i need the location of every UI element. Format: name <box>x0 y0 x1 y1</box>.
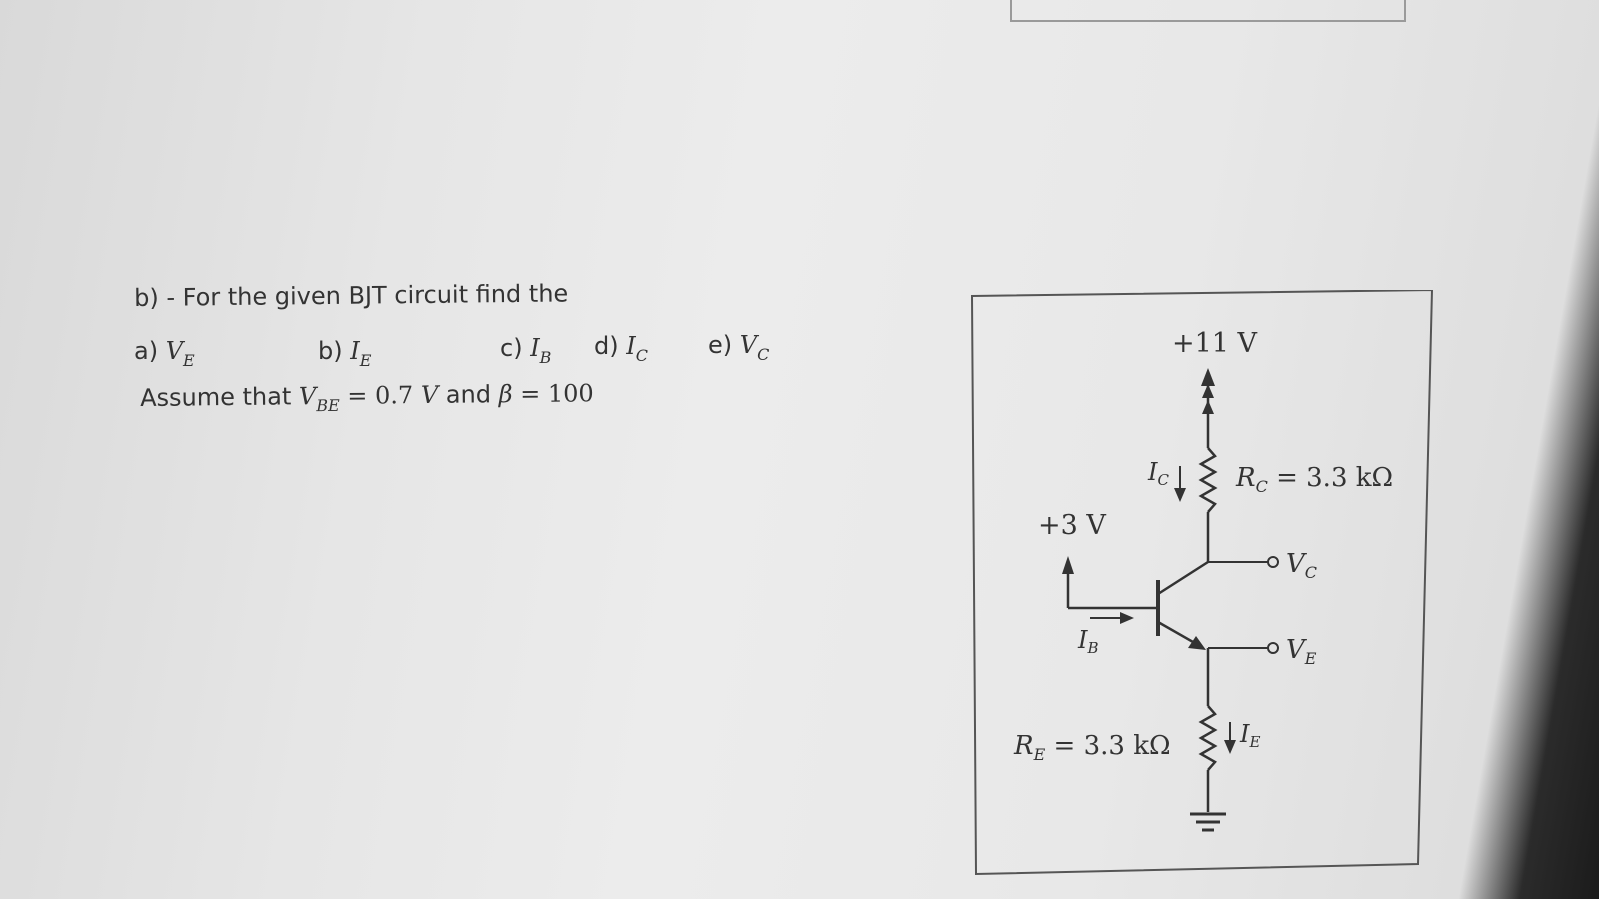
vc-terminal <box>1267 556 1279 568</box>
ie-label: IE <box>1239 720 1260 751</box>
ic-label: IC <box>1147 458 1169 489</box>
re-label: RE = 3.3 kΩ <box>1013 731 1171 764</box>
ib-label: IB <box>1077 626 1099 657</box>
supply-arrow-tick <box>1202 400 1214 414</box>
part-c: c) IB <box>500 334 552 367</box>
top-box-outline <box>1010 0 1406 22</box>
rc-label: RC = 3.3 kΩ <box>1235 463 1393 496</box>
part-e: e) VC <box>708 331 770 364</box>
ib-arrow-head <box>1120 612 1134 624</box>
supply-arrow <box>1201 368 1215 386</box>
emitter-arrow <box>1188 636 1206 650</box>
ve-label: VE <box>1286 635 1317 668</box>
assumption-line: Assume that VBE = 0.7 V and β = 100 <box>140 379 594 416</box>
ie-arrow-head <box>1224 740 1236 754</box>
ve-terminal <box>1267 642 1279 654</box>
transistor-collector-lead <box>1157 560 1209 596</box>
question-title: b) - For the given BJT circuit find the <box>134 279 569 312</box>
ic-arrow-head <box>1174 488 1186 502</box>
vc-label: VC <box>1286 549 1317 582</box>
supply-label: +11 V <box>1172 328 1258 359</box>
part-a: a) VE <box>134 337 195 370</box>
re-resistor <box>1198 705 1218 771</box>
supply-arrow-tick <box>1202 384 1214 398</box>
base-source-label: +3 V <box>1038 510 1106 541</box>
part-b: b) IE <box>318 337 372 370</box>
base-source-arrow <box>1062 556 1074 574</box>
rc-resistor <box>1198 447 1218 513</box>
part-d: d) IC <box>594 332 648 365</box>
bjt-circuit-diagram: +11 V +3 V IC RC = 3.3 kΩ VC VE IB RE = … <box>970 290 1434 876</box>
circuit-frame <box>970 290 1434 876</box>
